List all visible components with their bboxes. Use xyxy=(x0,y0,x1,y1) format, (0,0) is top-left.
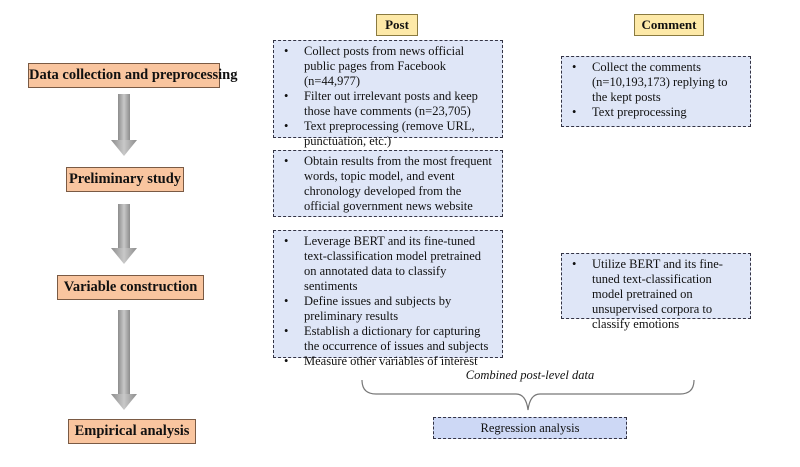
post-box-variables: Leverage BERT and its fine-tuned text-cl… xyxy=(273,230,503,369)
comment-box-collection: Collect the comments (n=10,193,173) repl… xyxy=(561,56,751,127)
column-header-comment: Comment xyxy=(634,14,704,36)
regression-analysis-box: Regression analysis xyxy=(433,417,627,439)
comment-box-variables: Utilize BERT and its fine-tuned text-cla… xyxy=(561,253,751,331)
list-item: Filter out irrelevant posts and keep tho… xyxy=(284,89,494,119)
combined-data-label: Combined post-level data xyxy=(465,368,595,382)
stage-preliminary-study: Preliminary study xyxy=(66,167,184,192)
list-item: Text preprocessing xyxy=(572,105,742,120)
stage-variable-construction: Variable construction xyxy=(57,275,204,300)
post-box-collection: Collect posts from news official public … xyxy=(273,40,503,148)
list-item: Establish a dictionary for capturing the… xyxy=(284,324,494,354)
list-item: Text preprocessing (remove URL, punctuat… xyxy=(284,119,494,149)
list-item: Leverage BERT and its fine-tuned text-cl… xyxy=(284,234,494,294)
arrow-3 xyxy=(111,310,137,410)
list-item: Define issues and subjects by preliminar… xyxy=(284,294,494,324)
list-item: Obtain results from the most frequent wo… xyxy=(284,154,494,214)
post-box-preliminary: Obtain results from the most frequent wo… xyxy=(273,150,503,217)
stage-empirical-analysis: Empirical analysis xyxy=(68,419,196,444)
list-item: Collect posts from news official public … xyxy=(284,44,494,89)
column-header-post: Post xyxy=(376,14,418,36)
list-item: Collect the comments (n=10,193,173) repl… xyxy=(572,60,742,105)
list-item: Measure other variables of interest xyxy=(284,354,494,369)
arrow-2 xyxy=(111,204,137,264)
list-item: Utilize BERT and its fine-tuned text-cla… xyxy=(572,257,742,332)
arrow-1 xyxy=(111,94,137,156)
stage-data-collection: Data collection and preprocessing xyxy=(28,63,238,88)
combined-brace xyxy=(361,379,695,411)
